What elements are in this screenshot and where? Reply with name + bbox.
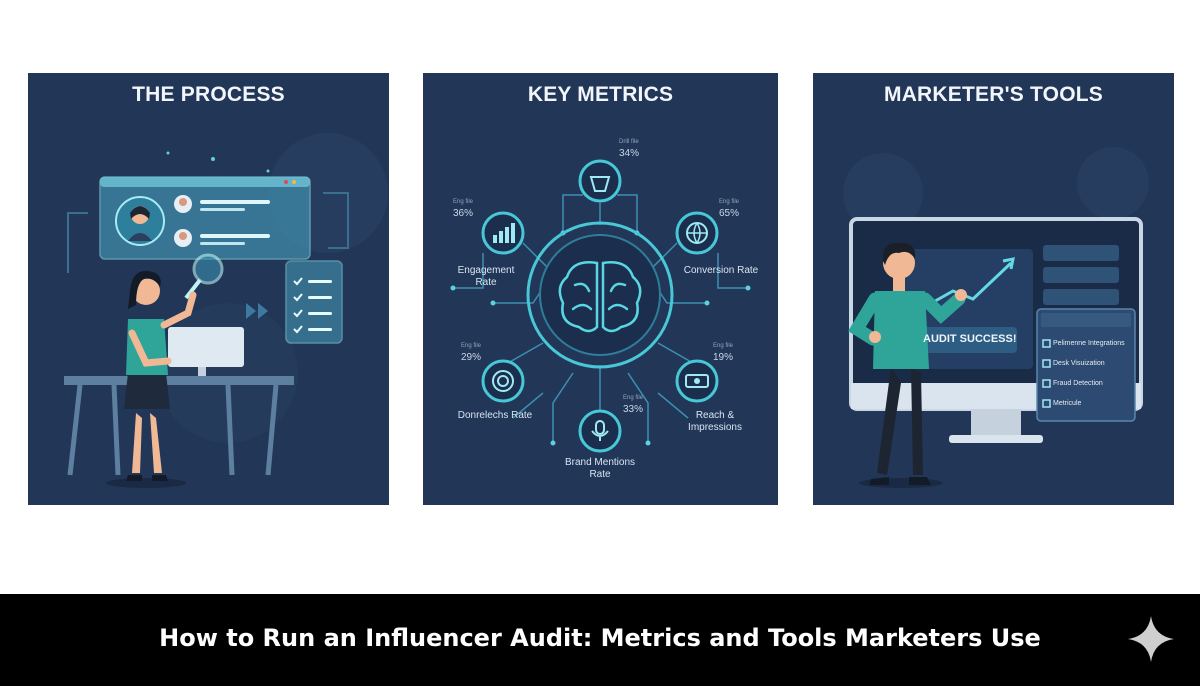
process-title: THE PROCESS — [132, 83, 285, 106]
metric-donrelechs-label: Donrelechs Rate — [457, 410, 533, 421]
sparkle-icon — [1128, 616, 1174, 662]
footer-banner: How to Run an Influencer Audit: Metrics … — [0, 594, 1200, 686]
metrics-title: KEY METRICS — [527, 83, 674, 106]
metric-reach-label: Reach & Impressions — [688, 410, 742, 433]
tools-title: MARKETER'S TOOLS — [884, 83, 1103, 106]
checklist-item: Desk Visuization — [1053, 360, 1105, 367]
panel-process: THE PROCESS — [28, 73, 389, 505]
tools-illustration — [843, 147, 1149, 488]
metric-engagement-label: Engagement Rate — [457, 265, 515, 288]
panel-tools: MARKETER'S TOOLS AUDIT SUCCESS! Pelimenn… — [813, 73, 1174, 505]
checklist-item: Fraud Detection — [1053, 380, 1103, 387]
footer-title: How to Run an Influencer Audit: Metrics … — [159, 624, 1041, 652]
metric-conversion-label: Conversion Rate — [683, 265, 759, 276]
audit-success-badge: AUDIT SUCCESS! — [923, 333, 1017, 345]
checklist-item: Pelimenne Integrations — [1053, 340, 1125, 347]
metric-brand-label: Brand Mentions Rate — [564, 457, 636, 480]
metrics-diagram — [450, 159, 751, 453]
checklist-item: Metricule — [1053, 400, 1082, 407]
process-illustration — [64, 133, 388, 488]
